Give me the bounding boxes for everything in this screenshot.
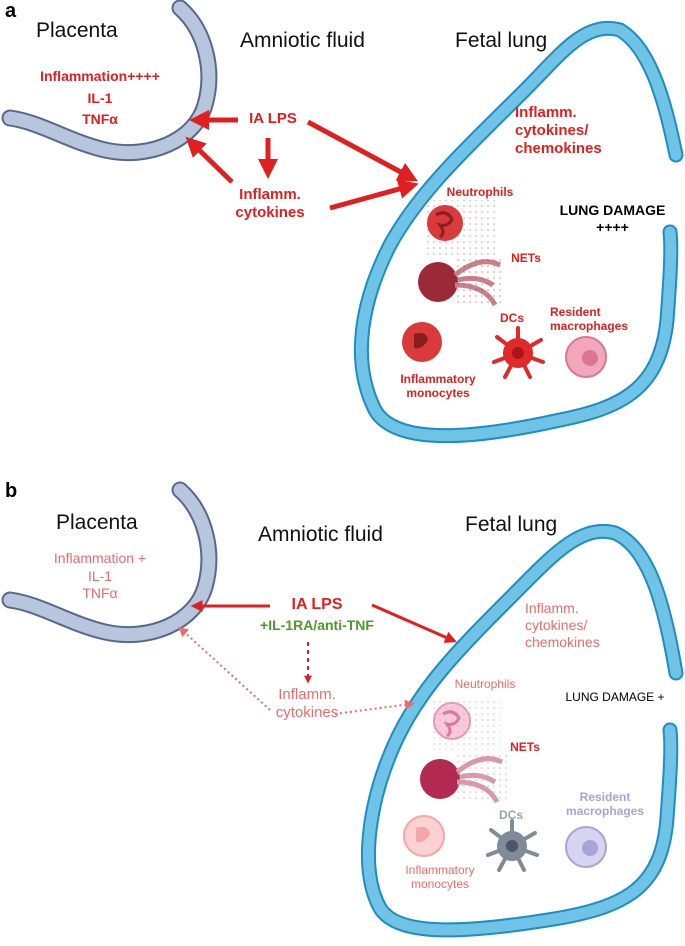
placenta-title: Placenta xyxy=(36,19,118,42)
arrows-panel-b xyxy=(178,600,457,715)
inflammatory-monocyte-cell xyxy=(402,322,442,362)
lung-cytokines-label-b: Inflamm. cytokines/ chemokines xyxy=(525,600,600,650)
resident-macrophage-cell-b xyxy=(565,826,607,868)
nets-label: NETs xyxy=(511,251,541,265)
placenta-shape xyxy=(1,0,218,162)
nets-cell-b xyxy=(420,752,507,804)
placenta-effects-b: Inflammation + IL-1 TNFα xyxy=(53,550,147,601)
arrow-lps-to-lung xyxy=(306,119,418,182)
arrow-cytokines-to-placenta-b xyxy=(178,626,271,711)
neutrophil-cell-b xyxy=(430,700,500,750)
arrow-cytokines-to-lung xyxy=(329,179,419,211)
neutrophils-label-b: Neutrophils xyxy=(454,677,516,691)
inflamm-cytokines-label: Inflamm. cytokines xyxy=(235,186,305,221)
resident-macrophages-label-b: Resident macrophages xyxy=(565,790,645,819)
lung-cytokines-label: Inflamm. cytokines/ chemokines xyxy=(515,104,602,157)
arrows-panel-a xyxy=(185,110,419,211)
panel-label-a: a xyxy=(5,0,17,22)
amniotic-fluid-title-b: Amniotic fluid xyxy=(258,523,383,546)
fetal-lung-wall-b xyxy=(360,523,684,938)
resident-macrophages-label: Resident macrophages xyxy=(550,305,629,334)
amniotic-fluid-title: Amniotic fluid xyxy=(240,29,365,52)
arrow-lps-to-lung-b xyxy=(371,603,457,643)
treatment-label-b: +IL-1RA/anti-TNF xyxy=(260,617,374,633)
inflamm-cytokines-label-b: Inflamm. cytokines xyxy=(275,686,339,721)
neutrophils-label: Neutrophils xyxy=(446,185,514,199)
resident-macrophage-cell xyxy=(565,336,607,378)
nets-cell xyxy=(418,255,505,307)
dcs-label: DCs xyxy=(499,311,524,325)
panel-b: b Placenta Amniotic fluid Fetal lung Inf… xyxy=(0,478,685,946)
placenta-effects: Inflammation++++ IL-1 TNFα xyxy=(40,68,160,128)
lung-damage-label-b: LUNG DAMAGE + xyxy=(565,690,665,704)
dcs-label-b: DCs xyxy=(498,808,523,822)
fetal-lung-title-b: Fetal lung xyxy=(465,513,558,536)
lung-damage-label: LUNG DAMAGE ++++ xyxy=(559,202,666,235)
fetal-lung-wall xyxy=(353,20,684,444)
neutrophil-cell xyxy=(425,200,495,255)
inflammatory-monocyte-cell-b xyxy=(403,815,445,857)
inflammatory-monocytes-label: Inflammatory monocytes xyxy=(400,372,476,401)
panel-a: a Placenta Amniotic fluid Fetal lung Inf… xyxy=(0,0,685,470)
panel-a-diagram xyxy=(1,0,684,444)
ia-lps-label: IA LPS xyxy=(249,110,297,127)
arrow-cytokines-to-placenta xyxy=(185,136,234,184)
nets-label-b: NETs xyxy=(510,740,540,754)
ia-lps-label-b: IA LPS xyxy=(291,596,343,613)
dc-cell xyxy=(492,326,545,379)
placenta-title-b: Placenta xyxy=(56,511,138,534)
panel-label-b: b xyxy=(5,480,18,502)
inflammatory-monocytes-label-b: Inflammatory monocytes xyxy=(405,863,475,892)
placenta-shape-b xyxy=(1,481,218,644)
dc-cell-b xyxy=(486,819,539,872)
panel-b-diagram xyxy=(1,481,684,938)
fetal-lung-title: Fetal lung xyxy=(455,29,548,52)
